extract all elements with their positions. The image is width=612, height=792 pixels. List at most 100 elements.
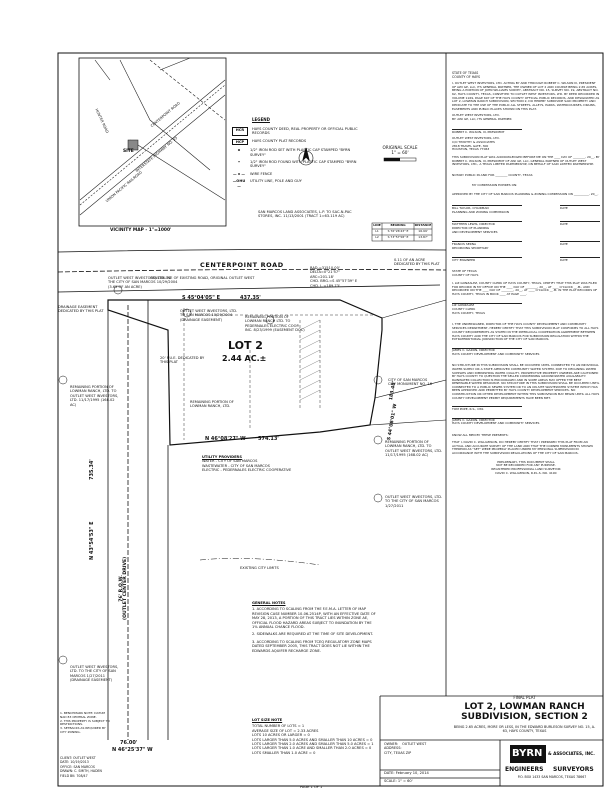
firm-address: P.O. BOX 1433 SAN MARCOS, TEXAS 78667 [517,775,587,779]
road-name: CENTERPOINT ROAD [200,261,284,269]
structure-notice: NO STRUCTURE IN THIS SUBDIVISION SHALL B… [452,363,600,400]
signature-line [452,347,522,349]
title-scale: SCALE: 1" = 60' [384,779,413,783]
lot-easement-lines [183,308,375,440]
city-limits-label: EXISTING CITY LIMITS [240,566,279,570]
lot-size-note: LOT SIZE NOTE TOTAL NUMBER OF LOTS = 1 A… [252,718,377,755]
line-table-cell: L1 [375,229,379,233]
legend-text: 1/2" IRON ROD SET WITH PLASTIC CAP STAMP… [250,148,351,157]
general-notes: GENERAL NOTES 1. ACCORDING TO SCALING FR… [252,601,377,653]
signature-block: MATTHEW LEWIS, DIRECTOR DIRECTOR OF PLAN… [452,220,522,235]
existing-row-note: CENTERLINE OF EXISTING ROAD, ORIGINAL OU… [150,276,255,280]
firm-subname: & ASSOCIATES, INC. [548,751,595,756]
signature-line [452,417,522,419]
owner-label: OUTLET WEST INVESTORS, LTD. TO SAN MARCO… [180,309,238,322]
lot-size-line: LOTS LARGER THAN 1.0 ACRE AND SMALLER TH… [252,746,372,751]
lot-area: 2.44 AC.± [222,354,267,363]
bearing-bottom: N 46°25'37" W [112,747,153,753]
firm-name: BYRN [512,748,543,759]
right-column: STATE OF TEXAS COUNTY OF HAYS I, OUTLET … [452,71,600,475]
right-boundary [369,299,447,426]
city-limits-line [199,558,321,566]
curve-data: RAD.=31510.00' DELTA=0°21'57" ARC=201.18… [310,266,358,288]
date-label: DATE [560,205,568,210]
lot-size-line: AVERAGE SIZE OF LOT = 2.33 ACRES [252,728,319,733]
title-line-1: LOT 2, LOWMAN RANCH [464,702,585,712]
owner-label: REMAINING PORTION OF LOWMAN RANCH LTD. T… [245,315,305,333]
firm-logo [510,745,546,763]
lot-title: LOT 2 [228,339,263,352]
client-block: CLIENT: OUTLET WEST DATE: 10/19/2013 OFF… [60,756,120,778]
date-label: DATE [560,241,568,246]
general-notes-title: GENERAL NOTES [252,601,286,605]
owner-label: REMAINING PORTION OF LOWMAN RANCH, LTD. … [70,385,119,407]
signature-date: DATE [560,220,600,226]
date-label: DATE [560,221,568,226]
vicinity-site-label: SITE [123,149,134,154]
distance-top: 437.35' [240,295,261,301]
line-table-cell: 13.87' [418,235,428,239]
line-table-header: DISTANCE [414,223,432,227]
owner-info: OWNER:OUTLET WEST ADDRESS: CITY, TEXAS Z… [384,742,498,755]
row-note: 76' R.O.W. (OUTLET CENTER DRIVE) [119,556,129,620]
vicinity-site-marker [127,139,139,151]
line-table-cell: S 73°57'58" E [387,235,409,239]
signature-date: DATE [560,240,600,246]
legend-text: HAYS COUNTY PLAT RECORDS [252,138,307,143]
title-date: DATE: February 10, 2014 [384,771,429,775]
owner-address: OUTLET WEST INVESTORS, LTD. C/O TIMOTHY … [452,136,500,152]
line-table-cell: 16.99' [418,229,428,233]
scale-bar [383,157,417,162]
utility-line: WATER - CITY OF SAN MARCOS [202,459,258,464]
original-scale-label: ORIGINAL SCALE [382,145,418,150]
distance-mid: 574.13' [258,436,279,442]
lot-size-line: TOTAL NUMBER OF LOTS = 1 [252,724,305,729]
owner-label: CITY OF SAN MARCOS CITY MONUMENT NO. 16 [388,378,432,387]
owner-label: OUTLET WEST INVESTORS, LTD. TO THE CITY … [108,276,178,289]
title-line-2: SUBDIVISION, SECTION 2 [461,712,588,722]
bearing-mid: N 46°08'27" W [205,436,246,442]
original-scale-value: 1" = 60' [391,150,409,155]
vicinity-map-drawing [79,57,226,216]
line-table-header: LINE [373,223,381,227]
owner-label: OUTLET WEST INVESTORS, LTD. TO THE CITY … [70,665,119,683]
drainage-hatch [299,319,321,401]
monument-symbols [58,285,383,665]
left-notes: 1. BENCHMARK NOTE: DATUM NAD 83 CENTRAL … [60,711,110,734]
client-line: CLIENT: OUTLET WEST [60,756,96,760]
clerk-signature: LIZ GONZALEZ COUNTY CLERK HAYS COUNTY, T… [452,303,485,315]
legend-symbol: HCP [232,138,248,146]
general-note: 2. SIDEWALKS ARE REQUIRED AT THE TIME OF… [252,632,374,637]
signer-entity: OUTLET WEST INVESTORS, LTD. BY: AWI GP, … [452,113,512,122]
distance-left: 735.34' [89,459,95,480]
title-block-grid [379,695,603,786]
preliminary-stamp: PRELIMINARY, THIS DOCUMENT SHALL NOT BE … [491,459,561,475]
county-clerk-cert: STATE OF TEXAS COUNTY OF HAYS I, LIZ GON… [452,268,598,297]
signature-name: CITY ENGINEER [452,257,476,262]
notary-line: NOTARY PUBLIC IN AND FOR ________ COUNTY… [452,173,533,178]
signature-date: DATE [560,204,600,210]
utility-title: UTILITY PROVIDERS [202,455,242,459]
distance-bottom: 76.00' [120,740,138,746]
north-arrow [298,147,314,166]
lot-size-line: LOTS LARGER THAN 2.0 ACRES AND SMALLER T… [252,742,374,747]
outlet-center-drive [107,300,169,740]
utility-line: ELECTRIC - PEDERNALES ELECTRIC COOPERATI… [202,468,292,473]
legend-title: LEGEND [252,117,270,122]
line-table-cell: S 76°26'43" E [387,229,409,233]
legend-owner-note: SAN MARCOS LAND ASSOCIATES, L.P. TO SAC-… [258,210,352,219]
date-label: DATE [560,257,568,262]
commission-line: MY COMMISSION EXPIRES ON: [472,182,518,187]
remaining-portion: REMAINING PORTION OF LOWMAN RANCH, LTD. [190,400,234,409]
owner-label: OUTLET WEST INVESTORS, LTD. TO THE CITY … [385,495,443,508]
signature-block: CITY ENGINEER [452,256,522,262]
signer-name: ROBERT C. WILSON, III, PRESIDENT [452,129,505,134]
legend-symbol: o [237,148,241,153]
line-table-cell: L2 [375,235,379,239]
centerpoint-road [57,248,447,293]
owner-dedication: I, OUTLET WEST INVESTORS, LTD. ACTING BY… [452,80,600,111]
signature-block: FRANCIS SERNA RECORDING SECRETARY [452,240,522,251]
